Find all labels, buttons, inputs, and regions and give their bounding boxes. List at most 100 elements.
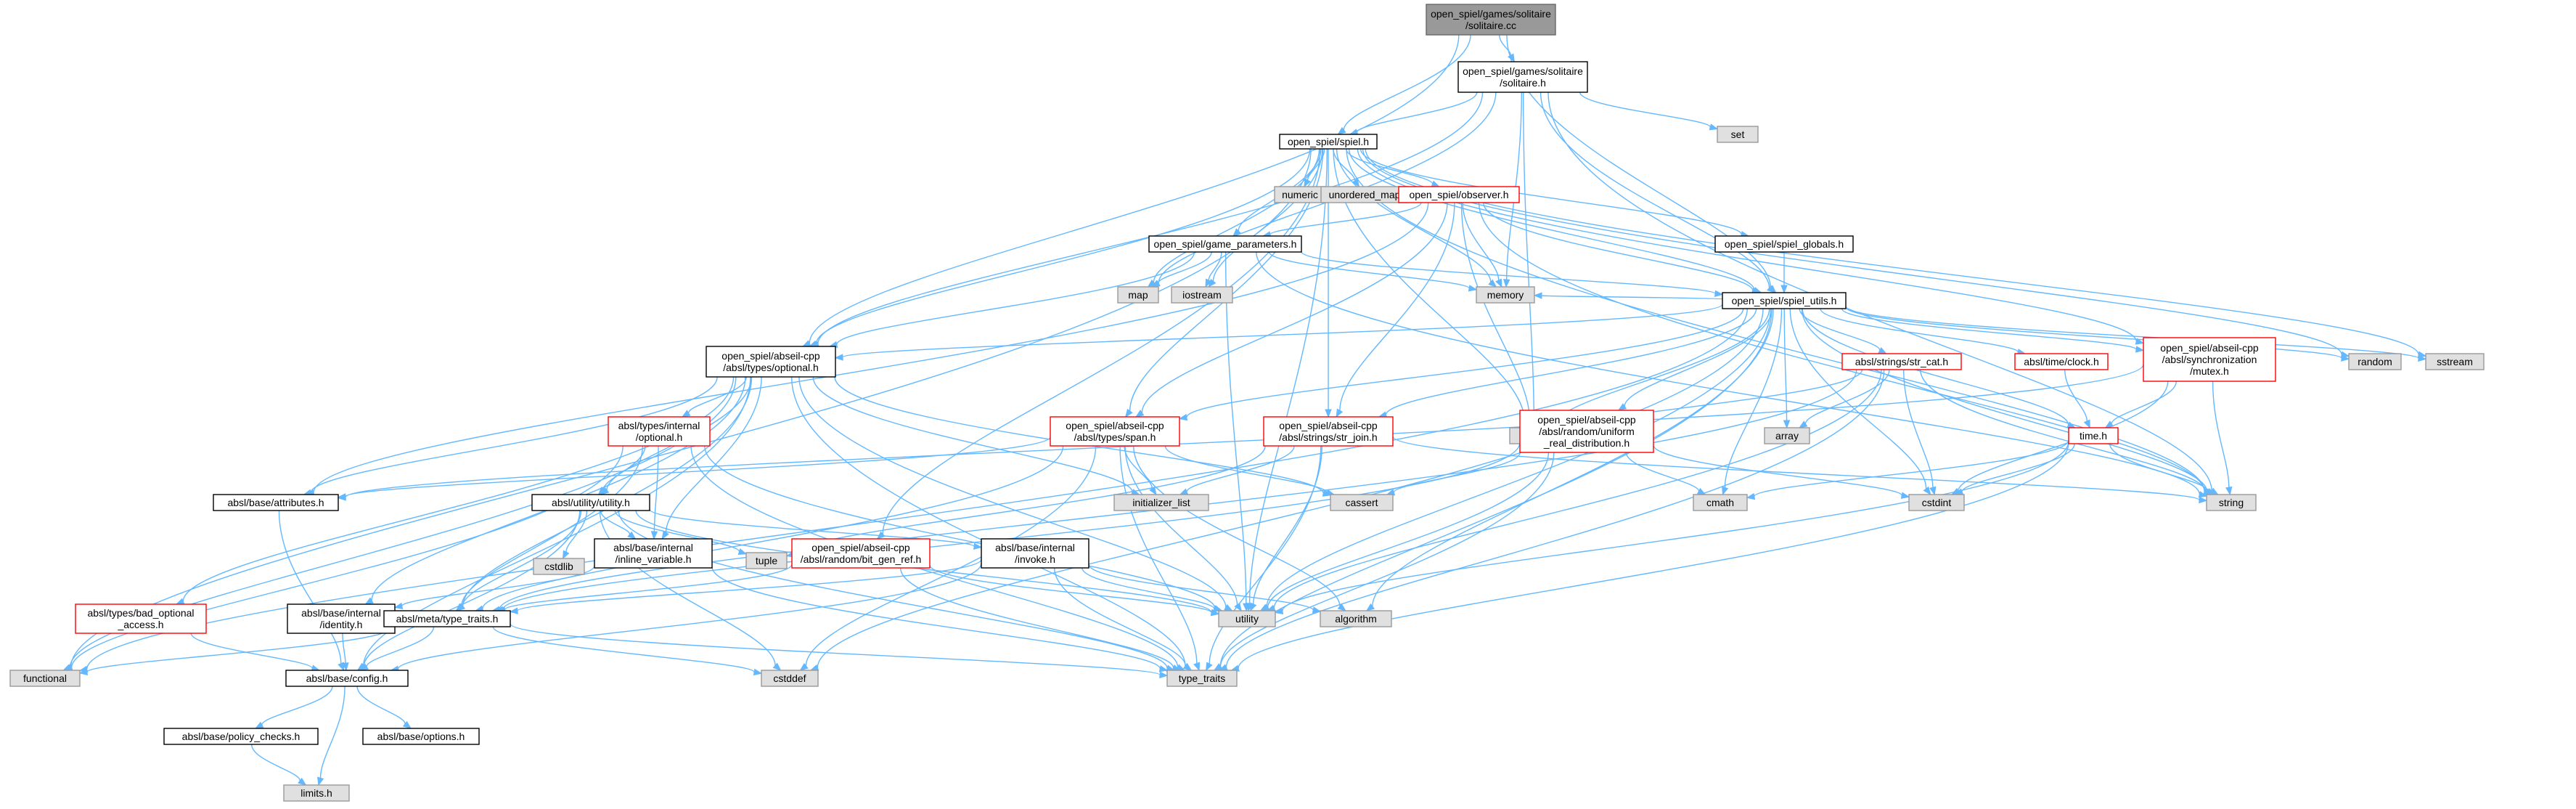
node-clock-h[interactable]: absl/time/clock.h xyxy=(2014,353,2109,370)
edge-line xyxy=(1209,445,1322,664)
node-solitaire-cc[interactable]: open_spiel/games/solitaire/solitaire.cc xyxy=(1426,4,1556,36)
arrowhead xyxy=(1617,403,1627,411)
node-options-h[interactable]: absl/base/options.h xyxy=(362,728,480,745)
node-time-h[interactable]: time.h xyxy=(2068,427,2119,444)
edge-uniform-real-to-cstdint xyxy=(1653,444,1910,499)
arrowhead xyxy=(650,531,658,540)
arrowhead xyxy=(753,668,763,676)
node-spiel-h[interactable]: open_spiel/spiel.h xyxy=(1279,134,1378,150)
node-set[interactable]: set xyxy=(1717,126,1759,143)
edge-line xyxy=(1356,92,1478,133)
edge-span-h-to-algorithm xyxy=(1133,445,1346,611)
edge-line xyxy=(1186,445,1295,492)
node-sstream[interactable]: sstream xyxy=(2425,353,2485,370)
node-label: open_spiel/game_parameters.h xyxy=(1154,238,1297,250)
node-type-traits-h[interactable]: absl/meta/type_traits.h xyxy=(383,610,511,627)
node-cmath[interactable]: cmath xyxy=(1693,494,1748,511)
node-inline-variable[interactable]: absl/base/internal/inline_variable.h xyxy=(594,538,713,569)
node-box xyxy=(163,728,319,745)
node-map[interactable]: map xyxy=(1117,286,1159,304)
edge-internal-optional-to-functional xyxy=(64,445,623,671)
node-internal-optional[interactable]: absl/types/internal/optional.h xyxy=(608,416,711,447)
edge-utility-h-to-cstddef xyxy=(599,510,782,671)
node-tuple[interactable]: tuple xyxy=(745,552,788,569)
node-uniform-real[interactable]: open_spiel/abseil-cpp/absl/random/unifor… xyxy=(1519,410,1654,453)
node-box xyxy=(283,784,350,802)
node-label: absl/base/config.h xyxy=(306,672,388,684)
node-label: open_spiel/games/solitaire xyxy=(1463,65,1583,77)
node-str-cat[interactable]: absl/strings/str_cat.h xyxy=(1841,353,1962,370)
node-config-h[interactable]: absl/base/config.h xyxy=(285,670,409,687)
edge-line xyxy=(366,626,435,667)
node-identity-h[interactable]: absl/base/internal/identity.h xyxy=(287,603,396,634)
node-box xyxy=(1113,494,1209,511)
node-box xyxy=(362,728,480,745)
node-span-h[interactable]: open_spiel/abseil-cpp/absl/types/span.h xyxy=(1050,416,1180,447)
edge-line xyxy=(1483,202,1754,291)
node-label: memory xyxy=(1487,289,1524,301)
node-cstdint[interactable]: cstdint xyxy=(1908,494,1965,511)
node-initializer-list[interactable]: initializer_list xyxy=(1113,494,1209,511)
node-label: map xyxy=(1128,289,1148,301)
arrowhead xyxy=(338,662,345,672)
node-label: absl/base/policy_checks.h xyxy=(182,731,300,742)
node-str-join[interactable]: open_spiel/abseil-cpp/absl/strings/str_j… xyxy=(1263,416,1394,447)
arrowhead xyxy=(2135,338,2145,345)
node-optional-h[interactable]: open_spiel/abseil-cpp/absl/types/optiona… xyxy=(706,346,836,378)
node-numeric[interactable]: numeric xyxy=(1274,186,1326,203)
arrowhead xyxy=(342,662,349,672)
arrowhead xyxy=(1502,279,1510,288)
node-box xyxy=(2143,337,2276,382)
node-box xyxy=(2348,353,2402,370)
node-box xyxy=(761,670,819,687)
node-type-traits[interactable]: type_traits xyxy=(1166,670,1238,687)
node-bit-gen-ref[interactable]: open_spiel/abseil-cpp/absl/random/bit_ge… xyxy=(791,538,931,569)
node-string[interactable]: string xyxy=(2206,494,2257,511)
edge-optional-h-to-internal-optional xyxy=(681,376,748,418)
edge-line xyxy=(342,633,346,664)
edge-uniform-real-to-cmath xyxy=(1625,452,1706,495)
node-label: absl/base/internal xyxy=(613,542,693,553)
node-memory[interactable]: memory xyxy=(1476,286,1535,304)
node-game-params[interactable]: open_spiel/game_parameters.h xyxy=(1148,235,1302,253)
node-spiel-globals[interactable]: open_spiel/spiel_globals.h xyxy=(1714,235,1854,253)
node-mutex-h[interactable]: open_spiel/abseil-cpp/absl/synchronizati… xyxy=(2143,337,2276,382)
node-label: absl/meta/type_traits.h xyxy=(396,613,499,625)
node-algorithm[interactable]: algorithm xyxy=(1320,610,1392,627)
node-cassert[interactable]: cassert xyxy=(1330,494,1394,511)
node-solitaire-h[interactable]: open_spiel/games/solitaire/solitaire.h xyxy=(1457,61,1588,93)
node-cstdlib[interactable]: cstdlib xyxy=(533,558,585,575)
edge-line xyxy=(1081,567,1215,609)
node-observer-h[interactable]: open_spiel/observer.h xyxy=(1398,186,1520,203)
node-iostream[interactable]: iostream xyxy=(1171,286,1233,304)
arrowhead xyxy=(2135,346,2145,353)
node-invoke-h[interactable]: absl/base/internal/invoke.h xyxy=(981,538,1089,569)
edge-identity-h-to-config-h xyxy=(342,633,349,672)
node-random[interactable]: random xyxy=(2348,353,2402,370)
node-cstddef[interactable]: cstddef xyxy=(761,670,819,687)
node-bad-optional[interactable]: absl/types/bad_optional_access.h xyxy=(75,603,207,634)
edge-line xyxy=(1802,308,2069,426)
node-functional[interactable]: functional xyxy=(9,670,81,687)
node-box xyxy=(285,670,409,687)
edge-line xyxy=(1365,148,2419,355)
node-policy-checks[interactable]: absl/base/policy_checks.h xyxy=(163,728,319,745)
node-box xyxy=(1714,235,1854,253)
edge-line xyxy=(842,304,1723,358)
arrowhead xyxy=(737,548,748,555)
node-label: utility xyxy=(1235,613,1259,625)
arrowhead xyxy=(1158,665,1169,672)
node-limits-h[interactable]: limits.h xyxy=(283,784,350,802)
arrowhead xyxy=(1746,492,1756,500)
arrowhead xyxy=(1923,486,1931,496)
node-utility[interactable]: utility xyxy=(1218,610,1276,627)
node-array[interactable]: array xyxy=(1764,427,1810,444)
node-utility-h[interactable]: absl/utility/utility.h xyxy=(531,494,650,511)
edge-line xyxy=(1961,443,2075,492)
edge-line xyxy=(401,565,595,607)
node-unordered-map[interactable]: unordered_map xyxy=(1320,186,1409,203)
edge-clock-h-to-time-h xyxy=(2064,369,2090,429)
node-spiel-utils[interactable]: open_spiel/spiel_utils.h xyxy=(1722,292,1847,309)
edge-spiel-h-to-numeric xyxy=(1304,148,1325,188)
node-attributes-h[interactable]: absl/base/attributes.h xyxy=(213,494,339,511)
